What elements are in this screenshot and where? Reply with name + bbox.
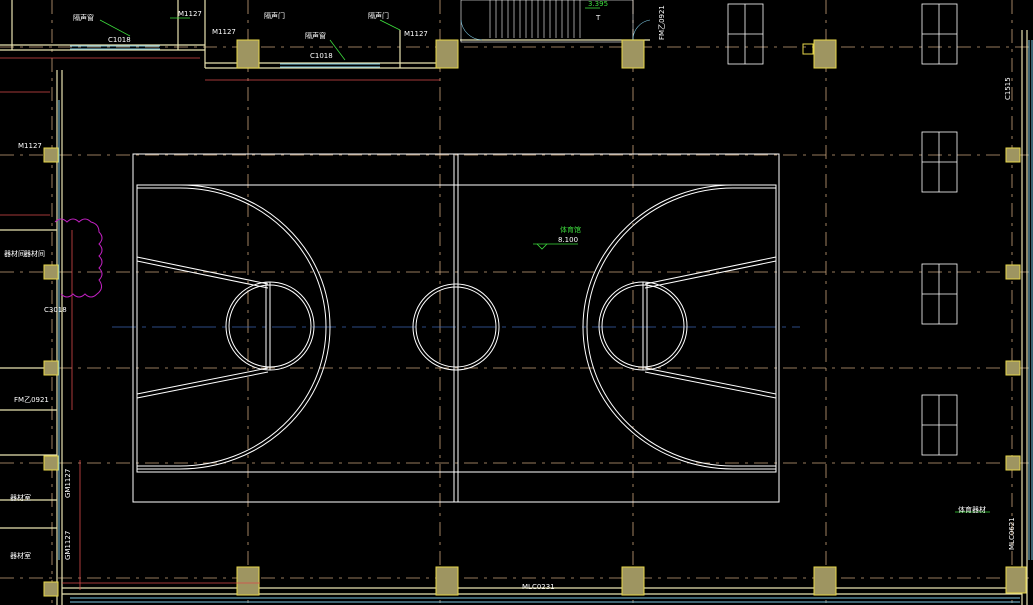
label-side-tag-right: C1515 (1004, 77, 1012, 100)
label-stair-tag: FM乙0921 (658, 5, 666, 40)
label-door-left: 隔声门 (264, 11, 285, 20)
left-three-point-arc-inner (137, 187, 327, 467)
right-three-point-arc (582, 184, 776, 470)
centre-circle (412, 283, 500, 371)
label-left-room-1: 器材间 (4, 249, 25, 258)
label-left-tag-gm2: GM1127 (64, 531, 72, 560)
column-left-3 (43, 360, 59, 376)
label-right-bottom-tag: MLC0621 (1008, 517, 1016, 550)
structural-columns (43, 39, 1027, 597)
equipment-racks (727, 3, 958, 456)
column-top-1 (236, 39, 260, 69)
label-door-right: 隔声门 (368, 11, 389, 20)
stair-door-swing (632, 19, 651, 41)
court-outer-boundary (132, 153, 780, 503)
column-bottom-4 (813, 566, 837, 596)
right-lane-top (644, 256, 777, 285)
label-left-room-2: 器材间 (24, 249, 45, 258)
column-left-4 (43, 455, 59, 471)
left-lane-top-2 (136, 260, 269, 289)
column-right-1 (1005, 147, 1021, 163)
equipment-rack (921, 131, 958, 193)
column-top-3 (621, 39, 645, 69)
equipment-rack (921, 263, 958, 325)
label-left-tag-fm: FM乙0921 (14, 396, 49, 404)
label-right-bottom: 体育器材 (958, 505, 986, 514)
column-top-2 (435, 39, 459, 69)
right-lane-top-2 (644, 260, 777, 289)
leader-window-top (99, 19, 131, 37)
left-lane-bottom (136, 367, 269, 395)
court-inner-boundary (136, 184, 777, 473)
annotations (99, 7, 990, 513)
label-lower-room-1: 器材室 (10, 493, 31, 502)
column-bottom-3 (621, 566, 645, 596)
windows (58, 40, 1033, 603)
right-three-point-arc-inner (586, 187, 776, 467)
column-top-4 (813, 39, 837, 69)
column-left-2 (43, 264, 59, 280)
column-right-5 (1005, 566, 1027, 594)
left-lane-top (136, 256, 269, 285)
column-bottom-1 (236, 566, 260, 596)
right-lane-bottom-2 (644, 371, 777, 399)
column-left-5 (43, 581, 59, 597)
left-three-point-arc (137, 184, 331, 470)
text-labels: 隔声窗 M1127 隔声门 M1127 C1018 隔声窗 C1018 隔声门 … (4, 0, 1016, 591)
label-door-tag-side: M1127 (18, 142, 42, 150)
left-lane-bottom-2 (136, 371, 269, 399)
label-window-mid: 隔声窗 (305, 31, 326, 40)
stair-treads (489, 0, 581, 38)
label-window-left: 隔声窗 (73, 13, 94, 22)
label-door-tag-mid: M1127 (212, 28, 236, 36)
equipment-rack (921, 394, 958, 456)
basketball-court (132, 153, 780, 503)
column-right-4 (1005, 455, 1021, 471)
right-lane-bottom (644, 367, 777, 395)
label-lower-room-2: 器材室 (10, 551, 31, 560)
leader-door-right (379, 19, 401, 31)
elev-marker-court (536, 243, 548, 250)
column-top-small (802, 43, 814, 55)
label-court-elev: 8.100 (558, 236, 578, 244)
column-right-3 (1005, 360, 1021, 376)
staircase (460, 0, 651, 43)
column-right-2 (1005, 264, 1021, 280)
column-bottom-2 (435, 566, 459, 596)
label-court-name: 体育馆 (560, 225, 581, 234)
leader-window-mid (329, 39, 346, 61)
column-left-1 (43, 147, 59, 163)
label-stair-t: T (595, 14, 601, 22)
equipment-rack (921, 3, 958, 65)
label-left-tag-gm1: GM1127 (64, 469, 72, 498)
label-door-tag-left: M1127 (178, 10, 202, 18)
centre-circle-inner (415, 286, 497, 368)
dimension-lines (0, 57, 440, 590)
label-window-tag-mid: C1018 (310, 52, 333, 60)
label-window-tag-left: C1018 (108, 36, 131, 44)
stair-arc (460, 19, 483, 41)
label-left-tag-c: C3018 (44, 306, 67, 314)
label-door-tag-right: M1127 (404, 30, 428, 38)
revision-cloud (54, 218, 103, 298)
label-bottom-tag: MLC0231 (522, 583, 555, 591)
label-stair-elev: 3.395 (588, 0, 608, 8)
equipment-rack (727, 3, 764, 65)
